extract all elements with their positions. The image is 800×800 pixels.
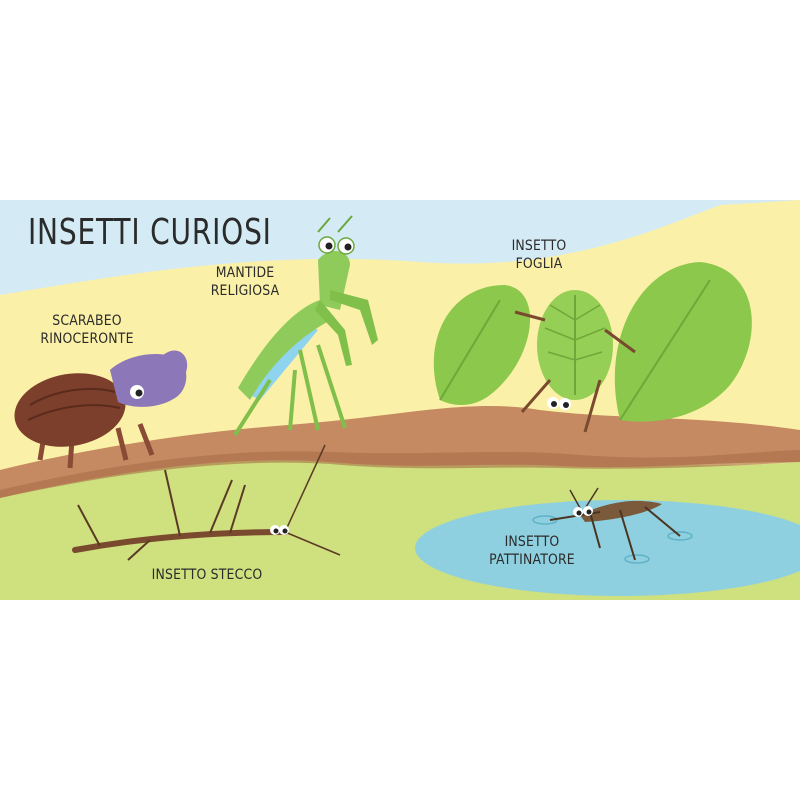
label-stick-insect: INSETTO STECCO (143, 566, 272, 584)
label-water-strider: INSETTO PATTINATORE (480, 533, 583, 569)
stick-insect-icon (72, 444, 341, 561)
water-strider-icon (549, 487, 681, 561)
leaf-shape (614, 262, 752, 422)
label-line: SCARABEO (52, 313, 122, 329)
pond-ripple (532, 515, 558, 525)
label-leaf-insect: INSETTO FOGLIA (492, 237, 587, 273)
label-line: PATTINATORE (489, 552, 575, 568)
label-line: INSETTO (511, 238, 567, 254)
label-praying-mantis: MANTIDE RELIGIOSA (198, 264, 293, 300)
label-line: INSETTO (504, 534, 560, 550)
branch (0, 405, 800, 498)
label-line: RINOCERONTE (40, 331, 134, 347)
pond-ripple (667, 531, 693, 541)
label-line: MANTIDE (215, 265, 275, 281)
label-line: RELIGIOSA (210, 283, 280, 299)
leaf-shape (433, 285, 531, 405)
leaf-insect-icon (433, 262, 752, 433)
pond-ripple (624, 554, 650, 564)
rhino-beetle-icon (14, 350, 188, 469)
label-line: FOGLIA (515, 256, 563, 272)
page-title: INSETTI CURIOSI (28, 212, 272, 253)
pond (415, 500, 800, 596)
label-line: INSETTO STECCO (151, 567, 263, 583)
label-rhino-beetle: SCARABEO RINOCERONTE (31, 312, 143, 348)
praying-mantis-icon (233, 215, 378, 437)
branch-shadow (0, 450, 800, 498)
